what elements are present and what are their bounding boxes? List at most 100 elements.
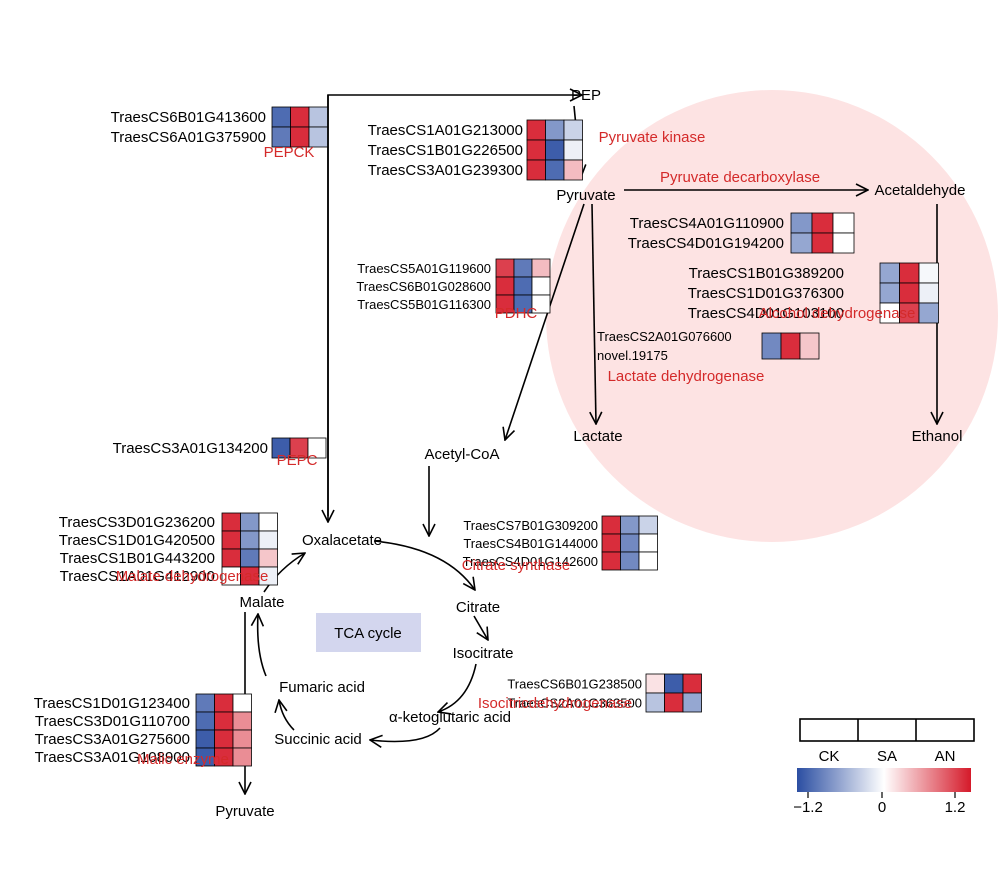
- enzyme-pdc: TraesCS4A01G110900TraesCS4D01G194200Pyru…: [628, 169, 855, 254]
- legend-condition-box: [799, 718, 975, 742]
- gene-label: TraesCS3A01G239300: [368, 162, 523, 179]
- enzyme-name-idh: Isocitricdehydrogenase: [478, 695, 632, 712]
- gene-label: TraesCS7B01G309200: [463, 518, 598, 533]
- heatmap-cell: [638, 551, 658, 571]
- heatmap-cell: [258, 548, 278, 568]
- gene-label: TraesCS1A01G213000: [368, 122, 523, 139]
- heatmap-cell: [526, 119, 546, 141]
- heatmap-cell: [221, 512, 241, 532]
- heatmap-cell: [645, 673, 665, 694]
- heatmap-cell: [513, 258, 533, 278]
- heatmap-cell: [790, 212, 813, 234]
- gene-label: TraesCS4D01G142600: [463, 554, 598, 569]
- enzyme-name-me: Malic enzyme: [137, 751, 229, 768]
- gene-label: TraesCS1B01G443200: [60, 550, 215, 567]
- heatmap-cell: [258, 566, 278, 586]
- gene-label: TraesCS3A01G108900: [35, 749, 190, 766]
- enzyme-name-cs: Citrate synthase: [462, 557, 570, 574]
- enzyme-name-pepc: PEPC: [277, 452, 318, 469]
- legend: CK SA AN −1.2 0 1.2: [793, 718, 975, 816]
- gene-label: TraesCS4B01G144000: [463, 536, 598, 551]
- arrow-malate-to-oxalacetate: [263, 553, 305, 593]
- heatmap-cell: [545, 119, 565, 141]
- heatmap-cell: [899, 282, 920, 304]
- heatmap-cell: [221, 548, 241, 568]
- heatmap-cell: [258, 530, 278, 550]
- enzyme-idh: TraesCS6B01G238500TraesCS2A01G363500Isoc…: [478, 673, 702, 713]
- enzyme-name-pdhc: PDHC: [495, 305, 538, 322]
- heatmap-cell: [232, 711, 252, 731]
- heatmap-cell: [780, 332, 801, 360]
- enzyme-name-pk: Pyruvate kinase: [599, 129, 706, 146]
- gene-label: TraesCS1A01G412900: [60, 568, 215, 585]
- heatmap-cell: [899, 262, 920, 284]
- arrow-akg-to-succinic: [370, 727, 441, 742]
- heatmap-cell: [195, 711, 215, 731]
- heatmap-cell: [620, 551, 640, 571]
- metabolite-fumaric-acid: Fumaric acid: [279, 679, 365, 696]
- heatmap-cell: [232, 729, 252, 749]
- heatmap-cell: [214, 693, 234, 713]
- enzyme-name-pdc: Pyruvate decarboxylase: [660, 169, 820, 186]
- heatmap-cell: [240, 512, 260, 532]
- heatmap-cell: [308, 106, 328, 128]
- heatmap-cell: [761, 332, 782, 360]
- heatmap-cell: [531, 258, 551, 278]
- heatmap-cell: [214, 729, 234, 749]
- metabolite-oxalacetate: Oxalacetate: [302, 532, 382, 549]
- gene-label: TraesCS5B01G116300: [357, 297, 491, 312]
- heatmap-cell: [531, 276, 551, 296]
- enzyme-pdhc: TraesCS5A01G119600TraesCS6B01G028600Trae…: [356, 258, 551, 322]
- legend-scale-max: 1.2: [945, 799, 966, 816]
- heatmap-cell: [832, 212, 855, 234]
- heatmap-cell: [513, 276, 533, 296]
- gene-label: TraesCS1B01G226500: [368, 142, 523, 159]
- heatmap-cell: [526, 139, 546, 161]
- heatmap-cell: [258, 512, 278, 532]
- heatmap-cell: [601, 515, 621, 535]
- heatmap-cell: [495, 258, 515, 278]
- heatmap-cell: [195, 693, 215, 713]
- heatmap-cell: [531, 294, 551, 314]
- gene-label: TraesCS3D01G110700: [35, 713, 190, 730]
- metabolite-lactate: Lactate: [573, 428, 622, 445]
- heatmap-cell: [918, 262, 939, 284]
- metabolite-succinic-acid: Succinic acid: [274, 731, 362, 748]
- metabolite-acetaldehyde: Acetaldehyde: [875, 182, 966, 199]
- gene-label: TraesCS2A01G076600: [597, 329, 732, 344]
- legend-condition-ck: CK: [819, 748, 840, 765]
- heatmap-cell: [195, 729, 215, 749]
- enzyme-adh: TraesCS1B01G389200TraesCS1D01G376300Trae…: [688, 262, 939, 324]
- legend-condition-sa: SA: [877, 748, 897, 765]
- gene-label: TraesCS3A01G275600: [35, 731, 190, 748]
- gene-label: TraesCS5A01G119600: [357, 261, 491, 276]
- gene-label: TraesCS1B01G389200: [689, 265, 844, 282]
- metabolite-citrate: Citrate: [456, 599, 500, 616]
- heatmap-cell: [563, 139, 583, 161]
- arrow-succinic-to-fumaric: [279, 700, 295, 731]
- heatmap-cell: [638, 515, 658, 535]
- metabolite-alpha-ketoglutaric-acid: α-ketoglutaric acid: [389, 709, 511, 726]
- legend-condition-an: AN: [935, 748, 956, 765]
- heatmap-cell: [271, 106, 291, 128]
- gene-label: novel.19175: [597, 348, 668, 363]
- heatmap-cell: [307, 437, 327, 459]
- heatmap-cell: [601, 551, 621, 571]
- fermentation-region: [546, 90, 998, 542]
- metabolite-pyruvate-bottom: Pyruvate: [215, 803, 274, 820]
- heatmap-cell: [290, 106, 310, 128]
- enzyme-cs: TraesCS7B01G309200TraesCS4B01G144000Trae…: [462, 515, 658, 574]
- gene-label: TraesCS1D01G420500: [59, 532, 215, 549]
- gene-label: TraesCS6B01G238500: [507, 677, 642, 692]
- heatmap-cell: [601, 533, 621, 553]
- metabolite-malate: Malate: [239, 594, 284, 611]
- heatmap-cell: [664, 692, 684, 713]
- heatmap-cell: [232, 693, 252, 713]
- gene-label: TraesCS3A01G134200: [113, 440, 268, 457]
- heatmap-cell: [214, 711, 234, 731]
- heatmap-cell: [790, 232, 813, 254]
- gene-label: TraesCS4A01G110900: [630, 215, 784, 232]
